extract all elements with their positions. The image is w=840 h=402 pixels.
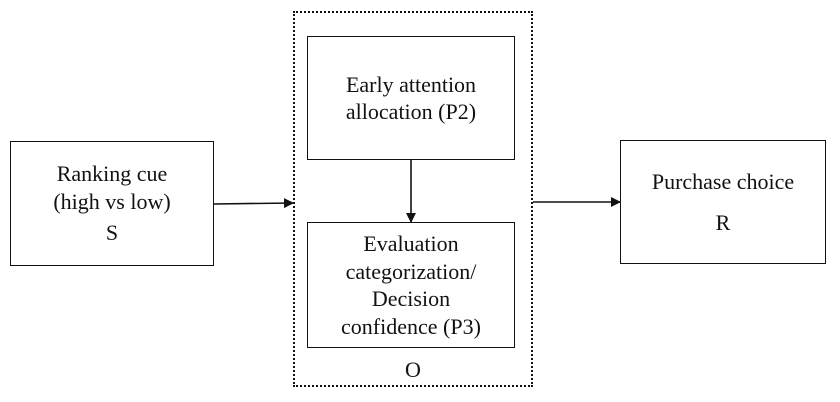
- evaluation-label-line3: Decision: [371, 286, 451, 311]
- response-box: Purchase choice R: [620, 140, 826, 264]
- stimulus-to-organism-arrow: [213, 198, 294, 209]
- response-label: Purchase choice: [651, 168, 795, 194]
- evaluation-label-line1: Evaluation: [363, 231, 459, 256]
- response-code: R: [715, 210, 731, 235]
- organism-code: O: [405, 357, 421, 382]
- attention-box: Early attention allocation (P2): [307, 36, 515, 160]
- evaluation-label-line4: confidence (P3): [341, 313, 481, 339]
- evaluation-box: Evaluation categorization/ Decision conf…: [307, 222, 515, 348]
- attention-label-line2: allocation (P2): [345, 99, 477, 124]
- organism-frame: [293, 11, 533, 387]
- evaluation-label-line2: categorization/: [345, 258, 477, 284]
- stimulus-code: S: [105, 220, 119, 246]
- attention-label-line1: Early attention: [345, 71, 477, 97]
- stimulus-label-line1: Ranking cue: [56, 161, 168, 187]
- stimulus-box: Ranking cue (high vs low) S: [10, 141, 214, 266]
- stimulus-label-line2: (high vs low): [53, 188, 171, 214]
